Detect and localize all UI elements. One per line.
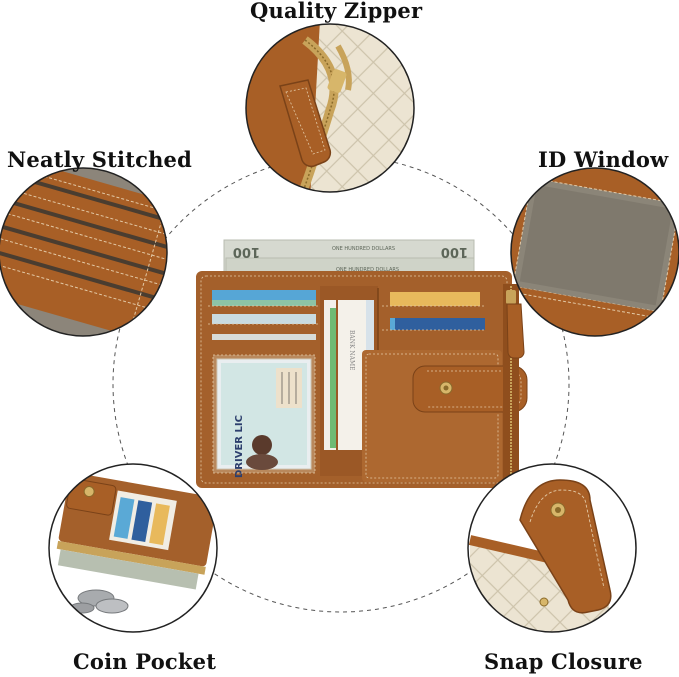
banknote-text-2: ONE HUNDRED DOLLARS [336, 267, 399, 273]
svg-text:BANK NAME: BANK NAME [348, 330, 355, 371]
label-neatly-stitched: Neatly Stitched [7, 147, 192, 172]
detail-quality-zipper [246, 24, 414, 192]
banknote-denomination-2: 100 [441, 244, 468, 259]
id-circle-border [510, 167, 679, 337]
detail-neatly-stitched [0, 168, 167, 336]
detail-id-window [511, 168, 679, 336]
banknote-denomination-1: 100 [233, 244, 260, 259]
main-wallet: 100 100 ONE HUNDRED DOLLARS ONE HUNDRED … [196, 239, 528, 488]
stitched-circle-border [0, 167, 168, 337]
label-coin-pocket: Coin Pocket [73, 649, 217, 674]
zipper-circle-border [245, 23, 415, 193]
id-card-title: DRIVER LIC [234, 415, 245, 478]
banknote-text-1: ONE HUNDRED DOLLARS [332, 246, 395, 252]
snap-circle-border [467, 463, 637, 633]
detail-coin-pocket [49, 464, 217, 632]
detail-snap-closure [468, 464, 636, 632]
coin-circle-border [48, 463, 218, 633]
label-id-window: ID Window [538, 147, 669, 172]
label-snap-closure: Snap Closure [484, 649, 643, 674]
label-quality-zipper: Quality Zipper [250, 0, 423, 23]
